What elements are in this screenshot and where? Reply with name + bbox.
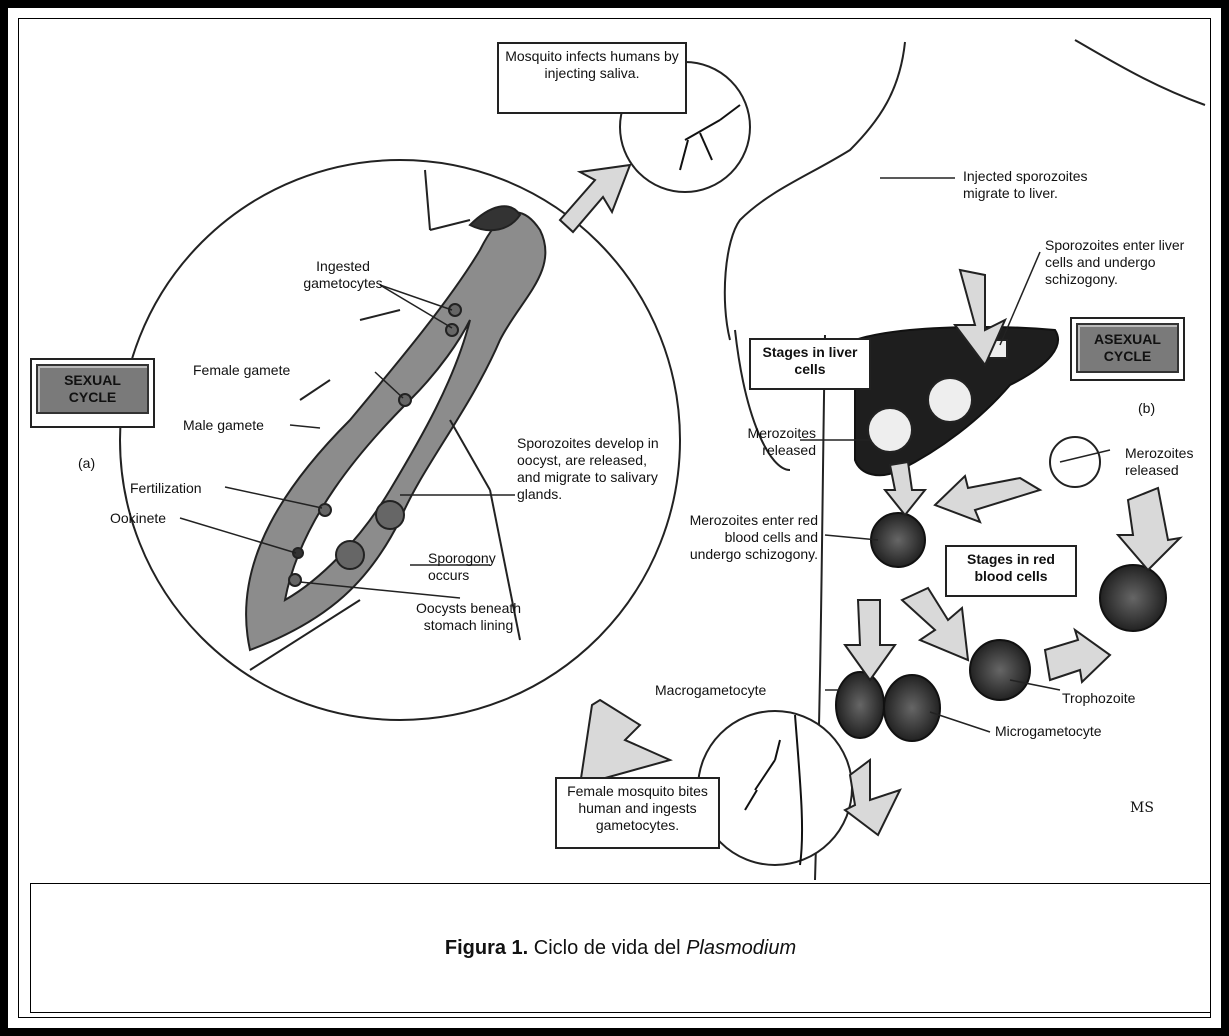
ingested-gametocytes-label: Ingested gametocytes xyxy=(288,258,398,292)
liver-cell-schizont xyxy=(928,378,972,422)
caption-figure-number: Figura 1. xyxy=(445,937,528,960)
sexual-cycle-badge: SEXUAL CYCLE xyxy=(30,358,155,428)
sporozoites-develop-label: Sporozoites develop in oocyst, are relea… xyxy=(517,435,667,503)
fertilization-label: Fertilization xyxy=(130,480,202,497)
ookinete-label: Ookinete xyxy=(110,510,166,527)
oocysts-label: Oocysts beneath stomach lining xyxy=(406,600,531,634)
caption-text: Ciclo de vida del xyxy=(528,937,686,960)
liver-cell-merozoites xyxy=(868,408,912,452)
trophozoite-label: Trophozoite xyxy=(1062,690,1135,707)
sporogony-label: Sporogony occurs xyxy=(428,550,518,584)
mosquito-infects-box: Mosquito infects humans by injecting sal… xyxy=(497,42,687,114)
stages-rbc-box: Stages in red blood cells xyxy=(945,545,1077,597)
merozoites-enter-label: Merozoites enter red blood cells and und… xyxy=(680,512,818,563)
asexual-cycle-label: ASEXUAL CYCLE xyxy=(1076,323,1179,373)
caption-organism: Plasmodium xyxy=(686,937,796,960)
microgametocyte-label: Microgametocyte xyxy=(995,723,1102,740)
bite-site-circle xyxy=(698,711,852,865)
female-mosquito-box: Female mosquito bites human and ingests … xyxy=(555,777,720,849)
figure-caption: Figura 1. Ciclo de vida del Plasmodium xyxy=(30,883,1211,1013)
male-gamete-label: Male gamete xyxy=(183,417,264,434)
panel-b-label: (b) xyxy=(1138,400,1155,417)
injected-sporozoites-label: Injected sporozoites migrate to liver. xyxy=(963,168,1138,202)
sporozoites-enter-label: Sporozoites enter liver cells and underg… xyxy=(1045,237,1215,288)
panel-a-label: (a) xyxy=(78,455,95,472)
artist-signature: MS xyxy=(1130,800,1154,817)
asexual-cycle-badge: ASEXUAL CYCLE xyxy=(1070,317,1185,381)
female-gamete-label: Female gamete xyxy=(193,362,290,379)
macrogametocyte-label: Macrogametocyte xyxy=(655,682,766,699)
merozoites-released-liver-label: Merozoites released xyxy=(720,425,816,459)
merozoite-burst xyxy=(1050,437,1100,487)
merozoites-released-rbc-label: Merozoites released xyxy=(1125,445,1215,479)
stages-liver-box: Stages in liver cells xyxy=(749,338,871,390)
sexual-cycle-label: SEXUAL CYCLE xyxy=(36,364,149,414)
